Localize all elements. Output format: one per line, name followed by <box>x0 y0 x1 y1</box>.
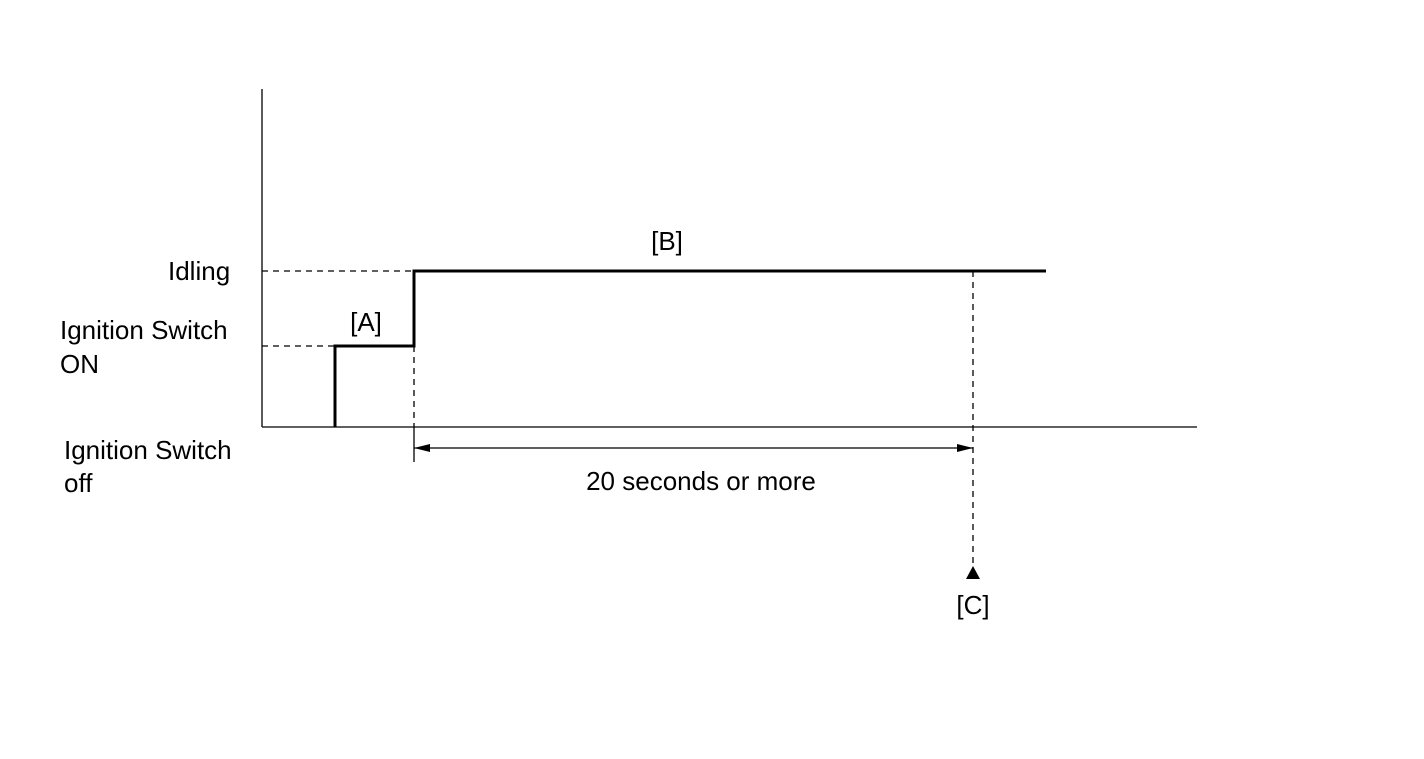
signal-trace <box>333 269 1046 427</box>
marker-b: [B] <box>651 226 683 256</box>
ignition-on-label-line1: Ignition Switch <box>60 315 228 345</box>
marker-c: [C] <box>956 590 989 620</box>
duration-arrow-right-icon <box>957 444 973 452</box>
duration-label: 20 seconds or more <box>586 466 816 496</box>
ignition-off-label-line1: Ignition Switch <box>64 435 232 465</box>
point-c-arrow-icon <box>966 566 980 579</box>
duration-arrow-left-icon <box>414 444 430 452</box>
marker-a: [A] <box>350 307 382 337</box>
ignition-on-label-line2: ON <box>60 349 99 379</box>
idling-label: Idling <box>168 256 230 286</box>
ignition-off-label-line2: off <box>64 468 93 498</box>
